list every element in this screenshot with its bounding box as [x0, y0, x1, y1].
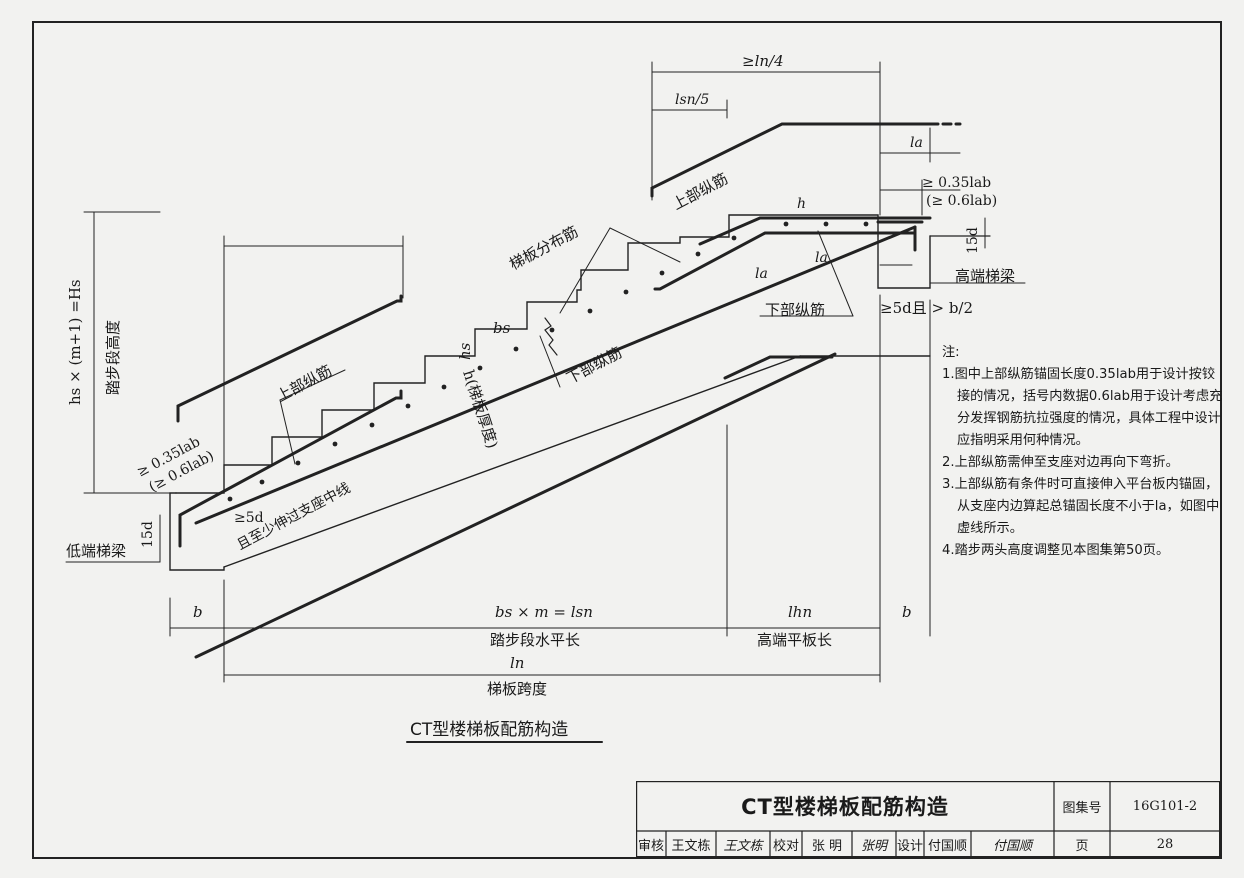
dim-height-total: hs × (m+1) =Hs: [66, 279, 84, 405]
notes-block: 注: 1.图中上部纵筋锚固长度0.35lab用于设计按铰接的情况，括号内数据0.…: [942, 342, 1227, 562]
note-item: 3.上部纵筋有条件时可直接伸入平台板内锚固，从支座内边算起总锚固长度不小于la，…: [942, 477, 1220, 536]
drawing-caption: CT型楼梯板配筋构造: [410, 720, 568, 740]
dim-la-a: la: [755, 266, 768, 282]
low-end-beam: [169, 492, 225, 571]
page-label: 页: [1075, 838, 1089, 854]
label-step-height: 踏步段高度: [104, 320, 122, 395]
label-lower-bar-right: 下部纵筋: [765, 301, 825, 319]
dim-h: h: [797, 196, 806, 212]
dim-hs: hs: [456, 342, 474, 360]
checker-name: 张 明: [811, 838, 843, 854]
atlas-number: 16G101-2: [1132, 798, 1198, 814]
dim-lhn: lhn: [788, 603, 812, 621]
dim-b-right: b: [902, 603, 912, 621]
title-block: CT型楼梯板配筋构造 图集号 16G101-2 审核 王文栋 王文栋 校对 张 …: [636, 781, 1220, 857]
designer-signature: 付国顺: [992, 838, 1032, 854]
note-item: 1.图中上部纵筋锚固长度0.35lab用于设计按铰接的情况，括号内数据0.6la…: [942, 367, 1223, 448]
dim-b-left: b: [193, 603, 203, 621]
notes-heading: 注:: [942, 345, 960, 360]
upper-bar-left-detail: [176, 294, 403, 423]
dim-035lab-right: ≥ 0.35lab: [922, 175, 991, 191]
designer-name: 付国顺: [927, 838, 967, 854]
reviewer-name: 王文栋: [671, 838, 711, 854]
break-symbol: [544, 317, 558, 356]
dim-15d-left: 15d: [140, 521, 156, 548]
note-item: 2.上部纵筋需伸至支座对边再向下弯折。: [942, 455, 1179, 470]
label-low-end-beam: 低端梯梁: [66, 542, 126, 560]
dim-06lab-right: (≥ 0.6lab): [926, 193, 997, 209]
label-slab-span: 梯板跨度: [487, 680, 547, 698]
label-high-end-beam: 高端梯梁: [955, 267, 1015, 285]
label-step-horizontal-length: 踏步段水平长: [490, 631, 580, 649]
dimension-lines: [65, 61, 1026, 743]
drawing-labels: ≥ln/4 lsn/5 la ≥ 0.35lab (≥ 0.6lab) h 15…: [66, 52, 1015, 740]
title-block-grid: [636, 781, 1220, 857]
review-label: 审核: [637, 838, 664, 854]
checker-signature: 张明: [860, 838, 887, 854]
check-label: 校对: [772, 838, 799, 854]
high-end-beam: [877, 235, 931, 289]
sheet-frame: [32, 21, 1222, 859]
dim-top-ln4: ≥ln/4: [742, 52, 784, 70]
dim-15d-right: 15d: [965, 227, 981, 254]
label-lower-bar-mid: 下部纵筋: [563, 343, 624, 387]
upper-bar-left: [178, 389, 403, 548]
label-slab-thickness: h(梯板厚度): [459, 368, 501, 451]
slab-bottom-line: [223, 355, 801, 568]
label-high-landing-length: 高端平板长: [757, 631, 832, 649]
slab-bottom-bar: [194, 352, 837, 659]
reviewer-signature: 王文栋: [723, 838, 763, 854]
atlas-number-label: 图集号: [1062, 800, 1102, 816]
page-number: 28: [1156, 836, 1174, 852]
title-block-title: CT型楼梯板配筋构造: [741, 795, 949, 819]
dim-bs-m-lsn: bs × m = lsn: [495, 603, 593, 621]
dim-bs: bs: [493, 319, 511, 337]
dim-la-b: la: [815, 250, 828, 266]
note-item: 4.踏步两头高度调整见本图集第50页。: [942, 543, 1170, 558]
upper-bar-right: [653, 231, 917, 291]
dim-lsn5: lsn/5: [675, 92, 709, 108]
distribution-bar-dots: [227, 221, 869, 502]
dim-5d-b2: ≥5d且 > b/2: [880, 299, 973, 317]
dim-ln: ln: [510, 654, 524, 672]
design-label: 设计: [896, 838, 923, 854]
label-upper-bar-left: 上部纵筋: [273, 361, 334, 405]
dim-5d-left: ≥5d: [234, 510, 264, 526]
label-distribution-bar: 梯板分布筋: [506, 222, 581, 273]
dim-la-top: la: [910, 135, 923, 151]
